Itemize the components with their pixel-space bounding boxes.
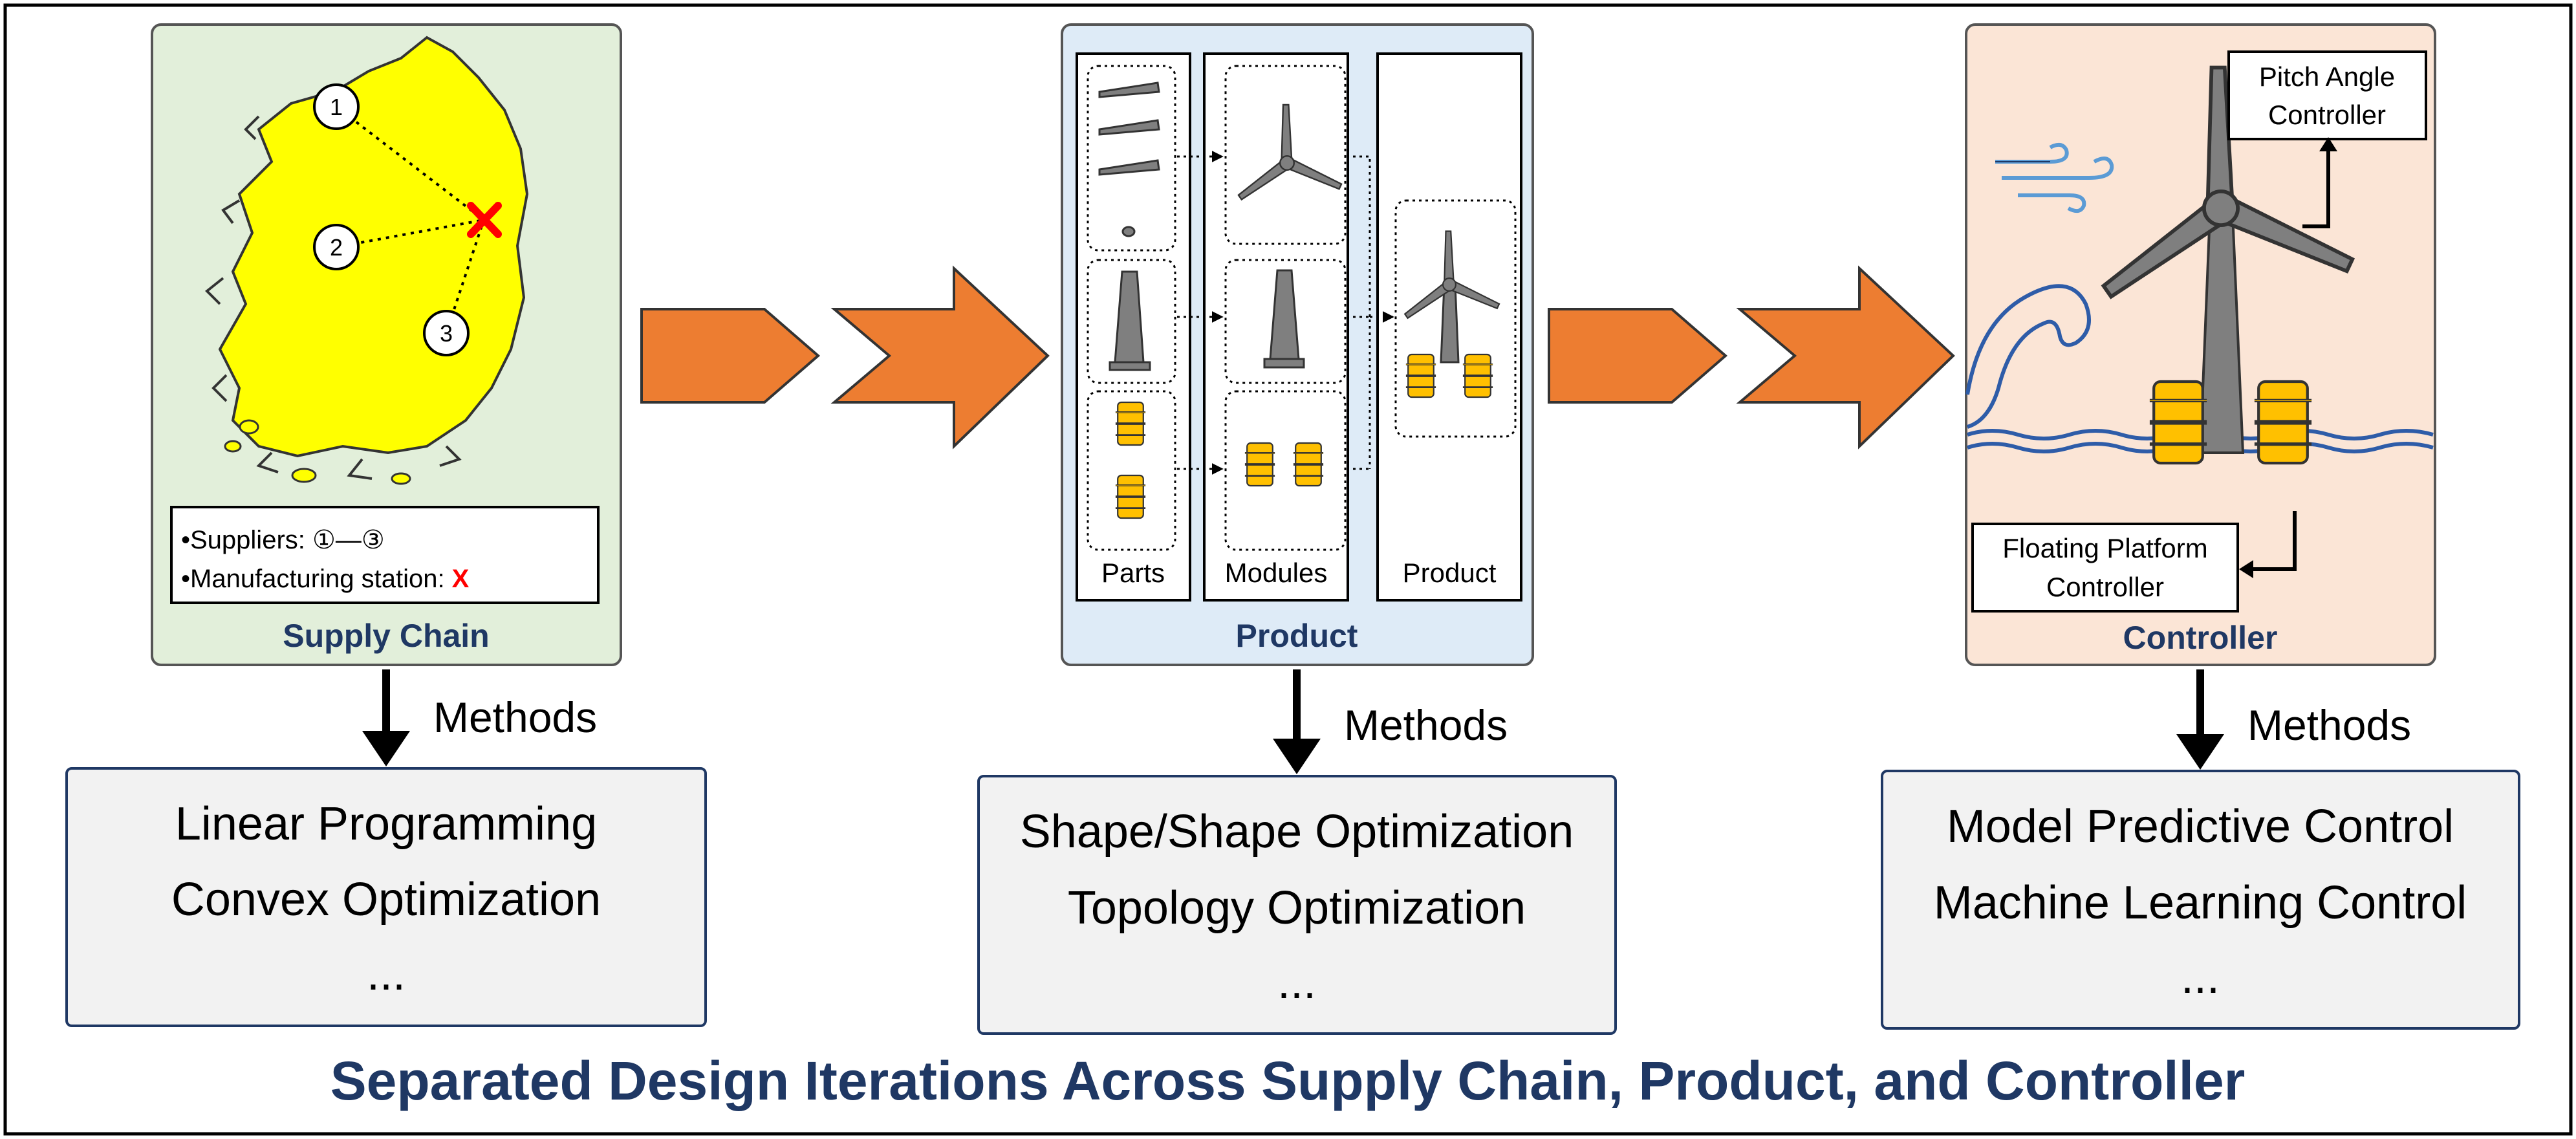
- pitch-controller-label-1: Pitch Angle: [2259, 61, 2395, 92]
- methods-box-3: Model Predictive Control Machine Learnin…: [1881, 770, 2520, 1030]
- floating-controller-label-2: Controller: [2046, 572, 2164, 602]
- controller-panel: Pitch Angle Controller Floating Platform…: [1965, 23, 2436, 666]
- methods-label-3: Methods: [2247, 701, 2411, 749]
- footer-title: Separated Design Iterations Across Suppl…: [330, 1050, 2246, 1111]
- controller-label: Controller: [2123, 620, 2278, 656]
- supplier-2-marker: [313, 224, 360, 270]
- methods-box-1: Linear Programming Convex Optimization .…: [65, 767, 707, 1027]
- manufacturing-station-marker: [467, 202, 502, 238]
- link-supplier-1: [335, 105, 485, 221]
- method-3-line-1: Model Predictive Control: [1947, 801, 2454, 852]
- method-2-line-1: Shape/Shape Optimization: [1020, 806, 1574, 858]
- method-1-line-1: Linear Programming: [175, 798, 597, 850]
- flow-arrows-left: [640, 265, 1050, 450]
- supplier-2-label: 2: [330, 234, 343, 261]
- product-label: Product: [1236, 618, 1358, 654]
- supply-chain-panel: 1 2 3 •Suppliers: ①—③ •Manufacturing sta…: [151, 23, 622, 666]
- methods-arrow-1: [362, 669, 410, 766]
- method-1-line-3: ...: [367, 948, 406, 1000]
- product-col-modules: Modules: [1225, 558, 1328, 588]
- pitch-controller-label-2: Controller: [2268, 100, 2386, 130]
- supply-chain-label: Supply Chain: [283, 618, 489, 654]
- legend-suppliers: •Suppliers: ①—③: [181, 526, 385, 554]
- flow-arrows-right: [1548, 265, 1955, 450]
- method-1-line-2: Convex Optimization: [171, 874, 601, 926]
- methods-arrow-3: [2176, 669, 2224, 770]
- wind-icon: [1995, 142, 2114, 213]
- method-2-line-3: ...: [1277, 957, 1316, 1008]
- wave-icon: [1965, 284, 2091, 429]
- methods-label-2: Methods: [1344, 701, 1508, 749]
- supplier-3-marker: [423, 310, 470, 356]
- method-2-line-2: Topology Optimization: [1068, 882, 1526, 934]
- supply-chain-legend: [170, 506, 600, 604]
- product-col-parts: Parts: [1101, 558, 1165, 588]
- legend-manufacturing-station: •Manufacturing station: X: [181, 565, 470, 593]
- floating-controller-label-1: Floating Platform: [2002, 533, 2207, 563]
- method-3-line-3: ...: [2181, 951, 2220, 1003]
- methods-arrow-2: [1273, 669, 1321, 774]
- supplier-1-label: 1: [330, 94, 343, 120]
- methods-box-2: Shape/Shape Optimization Topology Optimi…: [977, 775, 1617, 1035]
- product-panel: Parts Modules Product Product: [1061, 23, 1534, 666]
- product-col-product: Product: [1403, 558, 1497, 588]
- methods-label-1: Methods: [433, 693, 597, 741]
- supplier-3-label: 3: [440, 320, 453, 347]
- method-3-line-2: Machine Learning Control: [1934, 877, 2467, 929]
- supplier-1-marker: [313, 83, 360, 130]
